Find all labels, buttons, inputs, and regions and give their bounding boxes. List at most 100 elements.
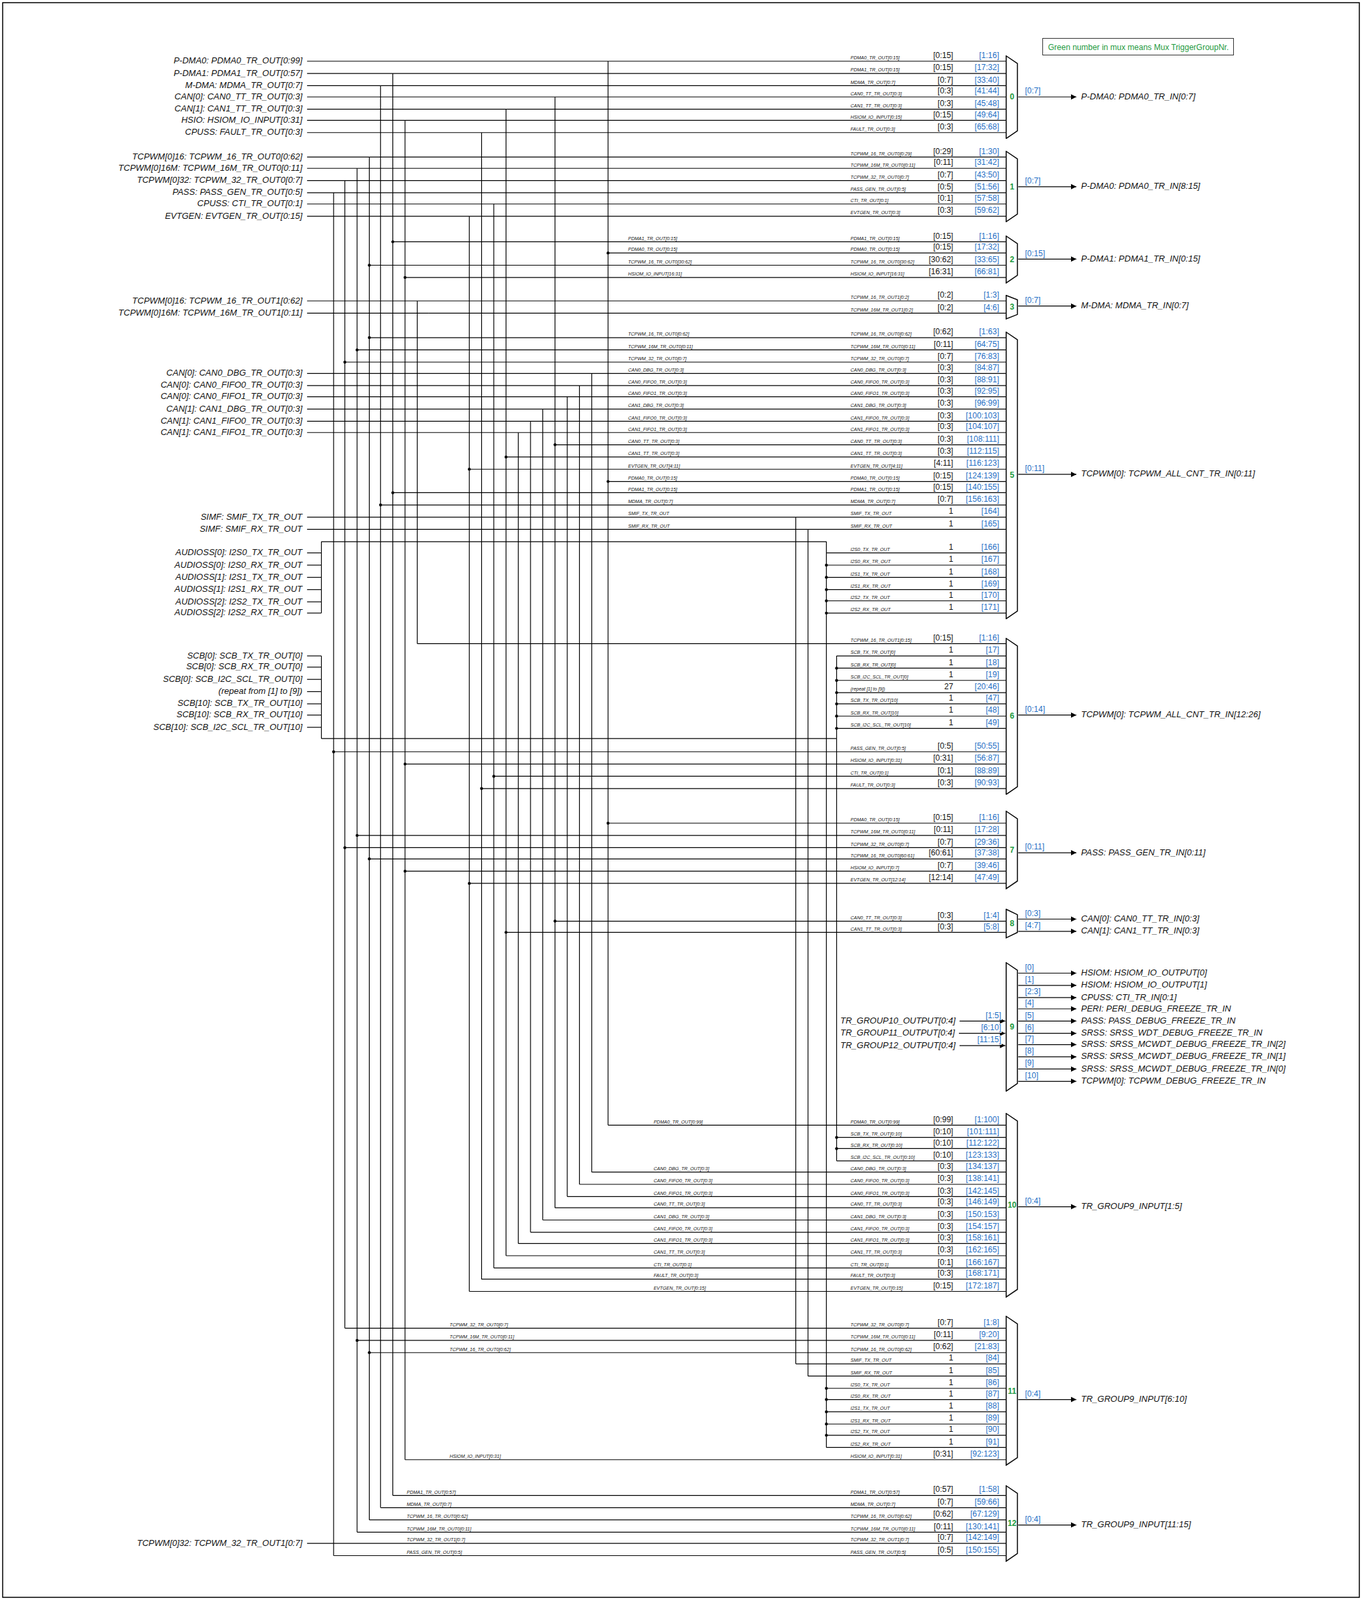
bit-range: [0:7] [936,838,954,848]
bit-range: 1 [948,591,955,601]
line-label: CAN1_DBG_TR_OUT[0:3] [652,1214,710,1220]
line-label: TCPWM_16_TR_OUT1[0:2] [850,294,911,301]
line-label: CAN1_TT_TR_OUT[0:3] [627,451,680,457]
bit-range: [0:11] [932,158,954,168]
index-range: [66:81] [974,267,1001,277]
line-label: SMIF_TX_TR_OUT [850,511,893,517]
signal-wire [369,264,1006,266]
line-label: I2S1_RX_TR_OUT [850,1418,892,1425]
source-signal: SIMF: SMIF_RX_TR_OUT [198,524,303,535]
output-signal: HSIOM: HSIOM_IO_OUTPUT[1] [1080,980,1208,991]
bus-trunk [529,421,531,1232]
line-label: CAN0_TT_TR_OUT[0:3] [850,915,903,921]
signal-wire [306,96,556,98]
line-label: I2S2_RX_TR_OUT [850,1442,892,1448]
output-range: [0:14] [1024,705,1046,715]
bus-trunk [836,655,837,1162]
bit-range: [0:3] [936,206,954,216]
bus-trunk [380,85,382,1508]
bit-range: [0:7] [936,352,954,362]
index-range: [64:75] [974,340,1001,350]
bit-range: [0:3] [936,86,954,97]
signal-wire [306,666,321,668]
source-signal: SCB[0]: SCB_RX_TR_OUT[0] [185,661,303,672]
bit-range: [0:15] [932,232,954,242]
bit-range: [0:15] [932,633,954,644]
line-label: HSIOM_IO_INPUT[0:31] [449,1454,502,1460]
index-range: [166:167] [964,1258,1000,1268]
line-label: CAN0_TT_TR_OUT[0:3] [850,1201,903,1208]
bit-range: [0:7] [936,495,954,505]
mux-symbol: 3 [1005,294,1018,320]
signal-wire [369,336,1006,338]
mux-symbol: 9 [1005,962,1018,1092]
junction-dot [355,1339,359,1342]
line-label: TCPWM_32_TR_OUT1[0:7] [850,1537,911,1543]
bus-trunk [332,192,334,1557]
output-signal: CAN[1]: CAN1_TT_TR_IN[0:3] [1080,926,1200,937]
signal-wire [826,564,1006,566]
mux-number: 11 [1007,1387,1017,1396]
line-label: CAN0_DBG_TR_OUT[0:3] [652,1166,710,1172]
bit-range: [0:15] [932,813,954,823]
index-range: [1:5] [984,1011,1002,1021]
source-signal: SCB[10]: SCB_RX_TR_OUT[10] [175,710,303,721]
signal-wire [542,1219,1006,1221]
bit-range: [0:3] [936,363,954,374]
line-label: I2S0_TX_TR_OUT [850,1382,891,1389]
line-label: I2S1_RX_TR_OUT [850,583,892,590]
bit-range: [0:11] [932,825,954,835]
signal-wire [1018,714,1077,716]
bit-range: [0:5] [936,1546,954,1556]
bit-range: 1 [948,694,955,704]
signal-wire [1018,1399,1077,1401]
index-range: [11:15] [976,1035,1003,1046]
bus-trunk [807,529,809,1377]
mux-number: 10 [1007,1201,1017,1210]
line-label: TCPWM_16M_TR_OUT0[0:11] [405,1526,472,1533]
bit-range: [0:3] [936,99,954,109]
signal-wire [306,421,531,422]
signal-wire [1018,1069,1077,1070]
source-signal: TCPWM[0]16: TCPWM_16_TR_OUT1[0:62] [131,296,303,307]
bus-trunk [607,61,609,1126]
arrow-head [1071,471,1077,478]
index-range: [142:149] [964,1533,1000,1543]
line-label: TCPWM_16_TR_OUT0[0:29] [850,151,913,157]
index-range: [50:55] [974,742,1001,752]
junction-dot [391,240,394,243]
output-range: [0] [1024,963,1035,973]
signal-wire [306,726,321,728]
index-range: [90:93] [974,778,1001,789]
signal-wire [826,1388,1006,1389]
line-label: FAULT_TR_OUT[0:3] [850,126,897,133]
junction-dot [824,1387,828,1391]
junction-dot [824,563,828,567]
bus-trunk [554,96,556,1208]
arrow-head [1071,1054,1077,1060]
bus-trunk [481,132,482,1280]
note-box: Green number in mux means Mux TriggerGro… [1042,38,1234,56]
signal-wire [306,72,393,74]
signal-wire [393,241,1007,243]
signal-wire [369,156,1006,158]
index-range: [59:66] [974,1498,1001,1508]
bit-range: 1 [948,1425,955,1435]
signal-wire [530,421,1006,422]
line-label: CAN1_FIFO1_TR_OUT[0:3] [850,427,911,433]
index-range: [17:28] [974,825,1001,835]
mux-symbol: 11 [1005,1315,1018,1467]
line-label: TCPWM_32_TR_OUT0[0:7] [850,174,911,181]
signal-wire [469,882,1006,884]
output-signal: PASS: PASS_DEBUG_FREEZE_TR_IN [1080,1016,1236,1027]
arrow-head [1071,184,1077,190]
junction-dot [834,679,838,683]
bit-range: 1 [948,519,955,530]
index-range: [123:133] [964,1151,1000,1161]
signal-wire [555,444,1007,446]
source-signal: CPUSS: FAULT_TR_OUT[0:3] [184,127,303,138]
line-label: SCB_RX_TR_OUT[0] [850,662,897,668]
source-signal: TCPWM[0]32: TCPWM_32_TR_OUT1[0:7] [136,1538,303,1549]
signal-wire [555,920,1007,922]
